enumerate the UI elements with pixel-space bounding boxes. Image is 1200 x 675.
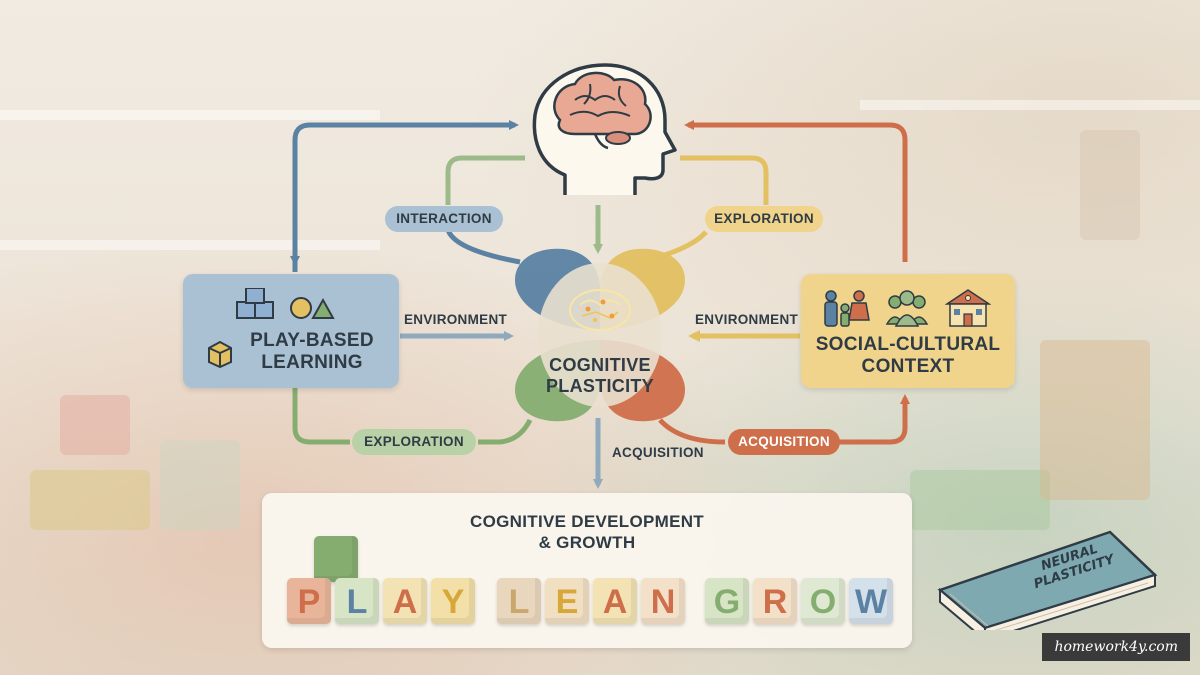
brain-head-icon — [532, 63, 677, 195]
cognitive-development-box: COGNITIVE DEVELOPMENT & GROWTH — [262, 493, 912, 648]
family-icon — [824, 290, 870, 327]
center-title-line1: COGNITIVE — [549, 355, 651, 375]
development-title-line1: COGNITIVE DEVELOPMENT — [470, 512, 704, 531]
letter-block: A — [593, 578, 637, 624]
background-toy — [160, 440, 240, 530]
neural-plasticity-book — [937, 530, 1158, 630]
environment-right-label: ENVIRONMENT — [695, 312, 799, 327]
arrow-left-to-head — [292, 120, 519, 272]
right-box-title-line2: CONTEXT — [861, 356, 955, 377]
letter-block: A — [383, 578, 427, 624]
cognitive-development-title: COGNITIVE DEVELOPMENT & GROWTH — [262, 511, 912, 553]
shapes-icon — [236, 288, 335, 319]
arrow-interaction-upper — [445, 155, 525, 205]
letter-block: O — [801, 578, 845, 624]
social-cultural-context-title: SOCIAL-CULTURAL CONTEXT — [801, 334, 1015, 378]
letter-block-decorative — [314, 536, 358, 582]
background-toy — [1080, 130, 1140, 240]
center-title-line2: PLASTICITY — [545, 376, 654, 396]
letter-block: L — [335, 578, 379, 624]
background-shelf — [0, 240, 380, 250]
left-box-title-line1: PLAY-BASED — [250, 330, 374, 351]
school-icon — [945, 289, 991, 327]
background-shelf — [860, 100, 1200, 110]
background-shelf — [0, 110, 380, 120]
arrow-acquisition-left — [658, 418, 726, 445]
development-title-line2: & GROWTH — [538, 533, 636, 552]
acquisition-center-label: ACQUISITION — [612, 445, 704, 460]
letter-block: P — [287, 578, 331, 624]
background-toy — [30, 470, 150, 530]
play-based-learning-title: PLAY-BASED LEARNING — [237, 330, 387, 374]
arrow-exploration-upper — [680, 155, 769, 205]
letter-block: L — [497, 578, 541, 624]
cube-icon — [208, 340, 232, 368]
arrow-exploration-bottom-right — [478, 418, 533, 445]
watermark: homework4y.com — [1042, 633, 1190, 661]
background-toy — [910, 470, 1050, 530]
glowing-brain-icon — [569, 289, 631, 331]
arrow-interaction-lower — [445, 228, 521, 265]
right-box-title-line1: SOCIAL-CULTURAL — [815, 334, 1001, 355]
center-title: COGNITIVE PLASTICITY — [540, 355, 660, 397]
play-based-learning-box: PLAY-BASED LEARNING — [183, 274, 399, 388]
letter-block: N — [641, 578, 685, 624]
letter-block: E — [545, 578, 589, 624]
acquisition-right-label: ACQUISITION — [728, 429, 840, 455]
social-cultural-context-box: SOCIAL-CULTURAL CONTEXT — [801, 274, 1015, 388]
background-toy — [60, 395, 130, 455]
letter-block: R — [753, 578, 797, 624]
letter-block: W — [849, 578, 893, 624]
letter-block: Y — [431, 578, 475, 624]
interaction-label: INTERACTION — [385, 206, 503, 232]
cognitive-plasticity-blob — [515, 248, 685, 422]
arrow-right-to-head — [684, 120, 908, 262]
letter-block: G — [705, 578, 749, 624]
exploration-bottom-label: EXPLORATION — [352, 429, 476, 455]
exploration-top-label: EXPLORATION — [705, 206, 823, 232]
group-icon — [885, 290, 929, 327]
arrow-acquisition-up — [838, 394, 910, 445]
environment-left-label: ENVIRONMENT — [404, 312, 508, 327]
left-box-title-line2: LEARNING — [261, 352, 363, 373]
arrow-exploration-bottom-left — [292, 388, 350, 445]
background-abacus — [1040, 340, 1150, 500]
